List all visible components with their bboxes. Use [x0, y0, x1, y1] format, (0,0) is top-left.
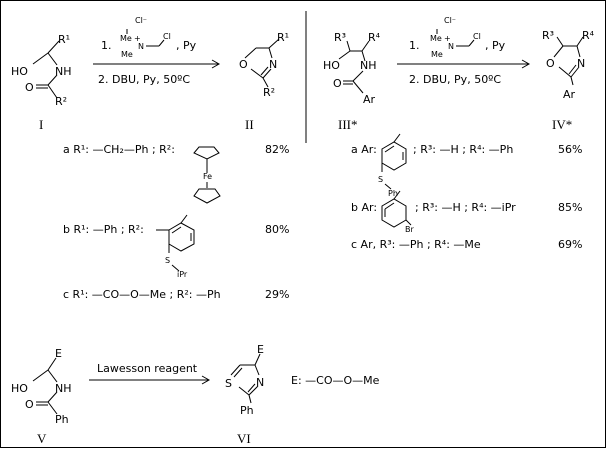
svg-text:Cl: Cl — [163, 32, 171, 41]
svg-text:Ar: Ar — [563, 88, 576, 101]
svg-text:R³: R³ — [542, 29, 554, 42]
right-example-c-yield: 69% — [558, 238, 582, 251]
svg-text:N: N — [577, 57, 585, 70]
svg-text:S: S — [378, 175, 383, 184]
svg-text:Cl⁻: Cl⁻ — [444, 16, 456, 25]
reagent-vilsmeier-right: Cl⁻ Me + N Cl Me 1. , Py — [409, 16, 506, 59]
reagent-vilsmeier-left: Cl⁻ Me + N Cl Me 1. , Py — [101, 16, 197, 59]
svg-text:R⁴: R⁴ — [582, 29, 595, 42]
right-example-a-label: a Ar: — [351, 143, 377, 156]
svg-text:1.: 1. — [409, 39, 420, 52]
svg-text:Ph: Ph — [388, 189, 398, 198]
left-example-b-text: b R¹: —Ph ; R²: — [63, 223, 144, 236]
compound-III-label: III* — [338, 117, 358, 132]
svg-text:R²: R² — [263, 86, 275, 99]
compound-II-label: II — [245, 117, 254, 132]
svg-text:R¹: R¹ — [277, 31, 289, 44]
left-example-b-yield: 80% — [265, 223, 289, 236]
arrowhead-left — [211, 59, 221, 69]
compound-II-structure: O N R¹ R² — [239, 31, 289, 99]
svg-text:HO: HO — [323, 59, 340, 72]
svg-text:HO: HO — [11, 382, 28, 395]
conditions-left: 2. DBU, Py, 50ºC — [98, 73, 190, 86]
bromophenyl-structure: Br — [381, 190, 414, 234]
conditions-right: 2. DBU, Py, 50ºC — [409, 73, 501, 86]
compound-I-r2: R² — [55, 95, 67, 108]
svg-text:S: S — [165, 256, 170, 265]
compound-I-ho: HO — [11, 65, 28, 78]
svg-text:1.: 1. — [101, 39, 112, 52]
compound-V-label: V — [37, 431, 47, 446]
svg-text:+: + — [444, 34, 451, 43]
arrowhead-right — [521, 59, 531, 69]
compound-I-r1: R¹ — [58, 33, 70, 46]
svg-text:Ar: Ar — [363, 93, 376, 106]
svg-text:Ph: Ph — [240, 404, 254, 417]
compound-VI-structure: S N E Ph — [225, 343, 264, 417]
compound-I-nh: NH — [55, 65, 72, 78]
svg-text:S: S — [225, 377, 232, 390]
left-example-c-text: c R¹: —CO—O—Me ; R²: —Ph — [63, 288, 221, 301]
svg-text:Ph: Ph — [55, 413, 69, 426]
compound-IV-structure: O N R³ R⁴ Ar — [542, 29, 595, 101]
svg-text:R⁴: R⁴ — [368, 31, 381, 44]
svg-text:Me: Me — [121, 50, 133, 59]
svg-text:Me: Me — [431, 50, 443, 59]
svg-text:E: E — [55, 347, 62, 360]
svg-text:N: N — [138, 42, 144, 51]
right-example-c-text: c Ar, R³: —Ph ; R⁴: —Me — [351, 238, 481, 251]
left-example-a-text: a R¹: —CH₂—Ph ; R²: — [63, 143, 175, 156]
arrowhead-bottom — [201, 375, 211, 385]
svg-text:O: O — [333, 77, 342, 90]
svg-text:NH: NH — [360, 59, 377, 72]
compound-IV-label: IV* — [552, 117, 572, 132]
svg-text:NH: NH — [55, 382, 72, 395]
svg-text:Cl: Cl — [473, 32, 481, 41]
svg-text:, Py: , Py — [176, 39, 197, 52]
svg-text:Br: Br — [405, 225, 414, 234]
compound-III-structure: HO NH O R³ R⁴ Ar — [323, 31, 381, 106]
svg-text:N: N — [256, 376, 264, 389]
e-substituent-definition: E: —CO—O—Me — [291, 374, 380, 387]
lawesson-reagent-label: Lawesson reagent — [97, 362, 198, 375]
svg-text:O: O — [546, 57, 555, 70]
left-example-a-yield: 82% — [265, 143, 289, 156]
svg-text:R³: R³ — [334, 31, 346, 44]
right-example-b-yield: 85% — [558, 201, 582, 214]
svg-text:, Py: , Py — [485, 39, 506, 52]
right-example-a-yield: 56% — [558, 143, 582, 156]
svg-text:N: N — [448, 42, 454, 51]
svg-text:N: N — [269, 58, 277, 71]
svg-text:Fe: Fe — [203, 172, 212, 181]
compound-VI-label: VI — [237, 431, 251, 446]
phenylthiophenyl-structure: S Ph — [378, 133, 407, 198]
compound-I-label: I — [39, 117, 43, 132]
svg-text:O: O — [25, 398, 34, 411]
compound-I-structure: HO NH O R¹ R² — [11, 33, 72, 108]
svg-text:Me: Me — [430, 34, 442, 43]
isopropylthiophenyl-structure: S iPr — [156, 214, 195, 279]
left-example-c-yield: 29% — [265, 288, 289, 301]
svg-text:Cl⁻: Cl⁻ — [135, 16, 147, 25]
ferrocenyl-structure: Fe — [193, 146, 221, 204]
svg-text:O: O — [239, 58, 248, 71]
svg-text:E: E — [257, 343, 264, 356]
right-example-a-text: ; R³: —H ; R⁴: —Ph — [413, 143, 513, 156]
compound-V-structure: HO NH O E Ph — [11, 347, 72, 426]
svg-text:+: + — [134, 34, 141, 43]
right-example-b-text: ; R³: —H ; R⁴: —iPr — [415, 201, 516, 214]
svg-text:iPr: iPr — [177, 270, 188, 279]
right-example-b-label: b Ar: — [351, 201, 377, 214]
svg-text:Me: Me — [120, 34, 132, 43]
compound-I-o: O — [25, 81, 34, 94]
